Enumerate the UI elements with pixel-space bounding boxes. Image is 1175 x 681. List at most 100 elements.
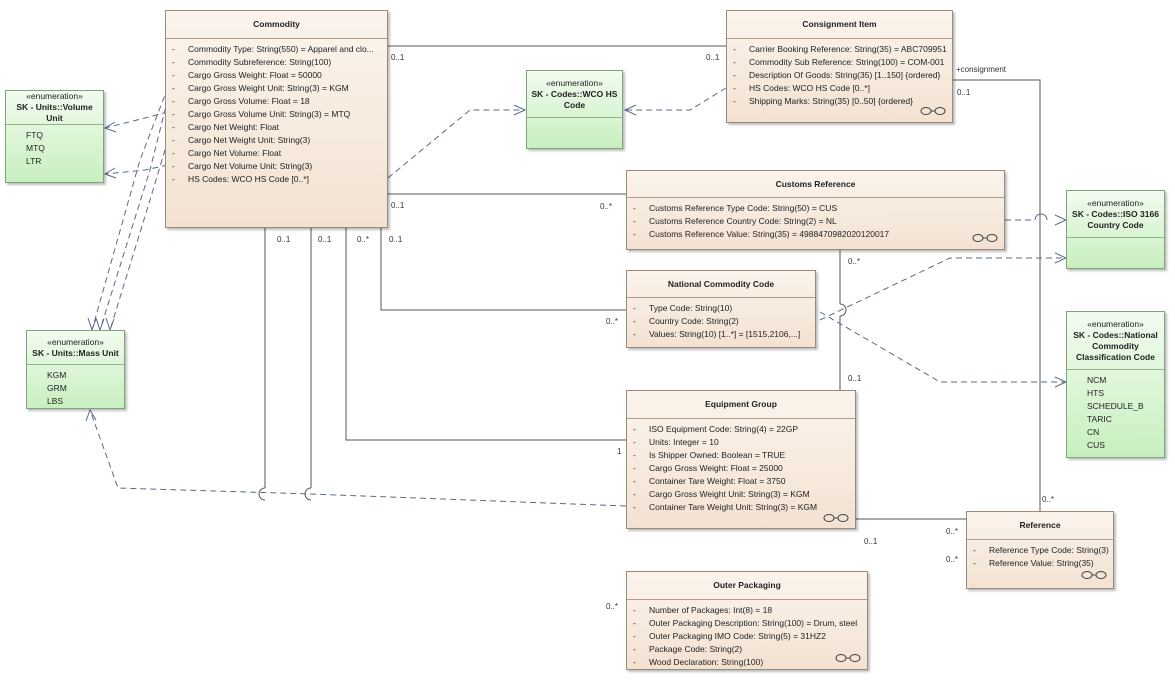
customs-reference-class-title: Customs Reference [627, 171, 1004, 198]
customs-reference-class[interactable]: Customs Reference Customs Reference Type… [626, 170, 1005, 250]
reference-class-title: Reference [967, 512, 1113, 540]
outer-packaging-class[interactable]: Outer Packaging Number of Packages: Int(… [626, 571, 868, 670]
dep-commodity-wco [387, 109, 525, 179]
dep-commodity-mass-unit-2 [99, 97, 169, 331]
multiplicity-label: 0..1 [318, 235, 332, 244]
commodity-class[interactable]: Commodity Commodity Type: String(550) = … [165, 10, 388, 228]
attribute-row: ISO Equipment Code: String(4) = 22GP [627, 423, 855, 436]
consignment-item-attributes: Carrier Booking Reference: String(35) = … [727, 39, 952, 108]
enumeration-name: SK - Units::Volume Unit [16, 102, 93, 123]
reference-class[interactable]: Reference Reference Type Code: String(3)… [966, 511, 1114, 589]
volume-unit-enumeration[interactable]: «enumeration» SK - Units::Volume Unit FT… [5, 90, 104, 183]
attribute-row: Package Code: String(2) [627, 643, 867, 656]
enum-literal: FTQ [26, 130, 43, 140]
attribute-row: Customs Reference Value: String(35) = 49… [627, 228, 1004, 241]
outer-packaging-attributes: Number of Packages: Int(8) = 18 Outer Pa… [627, 600, 867, 669]
enum-literal: LBS [47, 396, 64, 406]
commodity-class-title: Commodity [166, 11, 387, 39]
mass-unit-enumeration[interactable]: «enumeration» SK - Units::Mass Unit KGM … [26, 330, 125, 409]
national-classification-enumeration[interactable]: «enumeration» SK - Codes::National Commo… [1066, 311, 1165, 458]
iso-3166-enumeration[interactable]: «enumeration» SK - Codes::ISO 3166 Count… [1066, 190, 1165, 269]
multiplicity-label: 0..* [1042, 495, 1055, 504]
multiplicity-label: 0..* [606, 602, 619, 611]
multiplicity-label: 0..1 [848, 374, 862, 383]
multiplicity-label: 0..1 [864, 537, 878, 546]
consignment-item-class[interactable]: Consignment Item Carrier Booking Referen… [726, 10, 953, 123]
multiplicity-label: 0..1 [277, 235, 291, 244]
attribute-row: Commodity Sub Reference: String(100) = C… [727, 56, 952, 69]
multiplicity-label: 0..1 [391, 201, 405, 210]
multiplicity-label: 0..* [946, 527, 959, 536]
composite-element-icon [972, 234, 998, 242]
volume-unit-enumeration-title: «enumeration» SK - Units::Volume Unit [6, 91, 103, 125]
attribute-row: Cargo Net Volume Unit: String(3) [166, 160, 387, 173]
attribute-row: Reference Value: String(35) [967, 557, 1113, 570]
multiplicity-label: 0..1 [391, 53, 405, 62]
attribute-row: Wood Declaration: String(100) [627, 656, 867, 669]
enum-literal: MTQ [26, 143, 45, 153]
composite-element-icon [823, 514, 849, 522]
multiplicity-label: 0..* [606, 317, 619, 326]
assoc-commodity-national-code [380, 228, 626, 311]
enum-literal: SCHEDULE_B [1087, 401, 1144, 411]
dep-commodity-volume-unit-2 [104, 164, 169, 175]
attribute-row: HS Codes: WCO HS Code [0..*] [166, 173, 387, 186]
attribute-row: Cargo Net Weight: Float [166, 121, 387, 134]
outer-packaging-class-title: Outer Packaging [627, 572, 867, 600]
attribute-row: HS Codes: WCO HS Code [0..*] [727, 82, 952, 95]
dep-commodity-mass-unit-3 [109, 139, 169, 331]
enum-literal: TARIC [1087, 414, 1112, 424]
multiplicity-label: 1 [617, 447, 622, 456]
enumeration-stereotype: «enumeration» [47, 336, 104, 347]
enum-literal: GRM [47, 383, 67, 393]
attribute-row: Cargo Gross Volume: Float = 18 [166, 95, 387, 108]
wco-hs-code-enumeration-title: «enumeration» SK - Codes::WCO HS Code [527, 71, 622, 118]
volume-unit-literals: FTQ MTQ LTR [6, 125, 103, 168]
national-classification-enumeration-title: «enumeration» SK - Codes::National Commo… [1067, 312, 1164, 370]
national-commodity-code-class[interactable]: National Commodity Code Type Code: Strin… [626, 270, 816, 348]
dep-ncc-iso [819, 257, 1066, 321]
attribute-row: Units: Integer = 10 [627, 436, 855, 449]
enum-literal: NCM [1087, 375, 1107, 385]
attribute-row: Reference Type Code: String(3) [967, 544, 1113, 557]
assoc-commodity-equipment-group [345, 228, 626, 441]
reference-attributes: Reference Type Code: String(3) Reference… [967, 540, 1113, 570]
mass-unit-literals: KGM GRM LBS [27, 365, 124, 408]
attribute-row: Cargo Gross Weight Unit: String(3) = KGM [627, 488, 855, 501]
attribute-row: Cargo Gross Weight: Float = 25000 [627, 462, 855, 475]
attribute-row: Commodity Subreference: String(100) [166, 56, 387, 69]
attribute-row: Container Tare Weight Unit: String(3) = … [627, 501, 855, 514]
multiplicity-label: 0..* [600, 202, 613, 211]
equipment-group-class-title: Equipment Group [627, 391, 855, 419]
multiplicity-label: 0..1 [957, 88, 971, 97]
wco-hs-code-enumeration[interactable]: «enumeration» SK - Codes::WCO HS Code [526, 70, 623, 149]
customs-reference-attributes: Customs Reference Type Code: String(50) … [627, 198, 1004, 241]
attribute-row: Commodity Type: String(550) = Apparel an… [166, 43, 387, 56]
attribute-row: Cargo Gross Volume Unit: String(3) = MTQ [166, 108, 387, 121]
attribute-row: Shipping Marks: String(35) [0..50] {orde… [727, 95, 952, 108]
composite-element-icon [1081, 571, 1107, 579]
attribute-row: Customs Reference Type Code: String(50) … [627, 202, 1004, 215]
enumeration-name: SK - Codes::WCO HS Code [531, 88, 618, 110]
enumeration-stereotype: «enumeration» [1087, 318, 1144, 329]
enum-literal: HTS [1087, 388, 1104, 398]
composite-element-icon [920, 107, 946, 115]
enumeration-stereotype: «enumeration» [546, 77, 603, 88]
enumeration-name: SK - Codes::ISO 3166 Country Code [1072, 208, 1159, 230]
iso-3166-enumeration-title: «enumeration» SK - Codes::ISO 3166 Count… [1067, 191, 1164, 238]
dep-commodity-mass-unit-1 [91, 86, 169, 331]
equipment-group-attributes: ISO Equipment Code: String(4) = 22GP Uni… [627, 419, 855, 514]
attribute-row: Cargo Net Volume: Float [166, 147, 387, 160]
multiplicity-label: 0..* [848, 257, 861, 266]
attribute-row: Values: String(10) [1..*] = [1515,2106,.… [627, 328, 815, 341]
dep-equipment-mass-unit [89, 409, 627, 507]
dep-ncc-classification [819, 311, 1066, 383]
multiplicity-label: 0..* [946, 555, 959, 564]
enumeration-name: SK - Units::Mass Unit [32, 347, 119, 358]
enumeration-name: SK - Codes::National Commodity Classific… [1073, 329, 1158, 362]
attribute-row: Cargo Gross Weight Unit: String(3) = KGM [166, 82, 387, 95]
enum-literal: KGM [47, 370, 67, 380]
attribute-row: Description Of Goods: String(35) [1..150… [727, 69, 952, 82]
equipment-group-class[interactable]: Equipment Group ISO Equipment Code: Stri… [626, 390, 856, 529]
